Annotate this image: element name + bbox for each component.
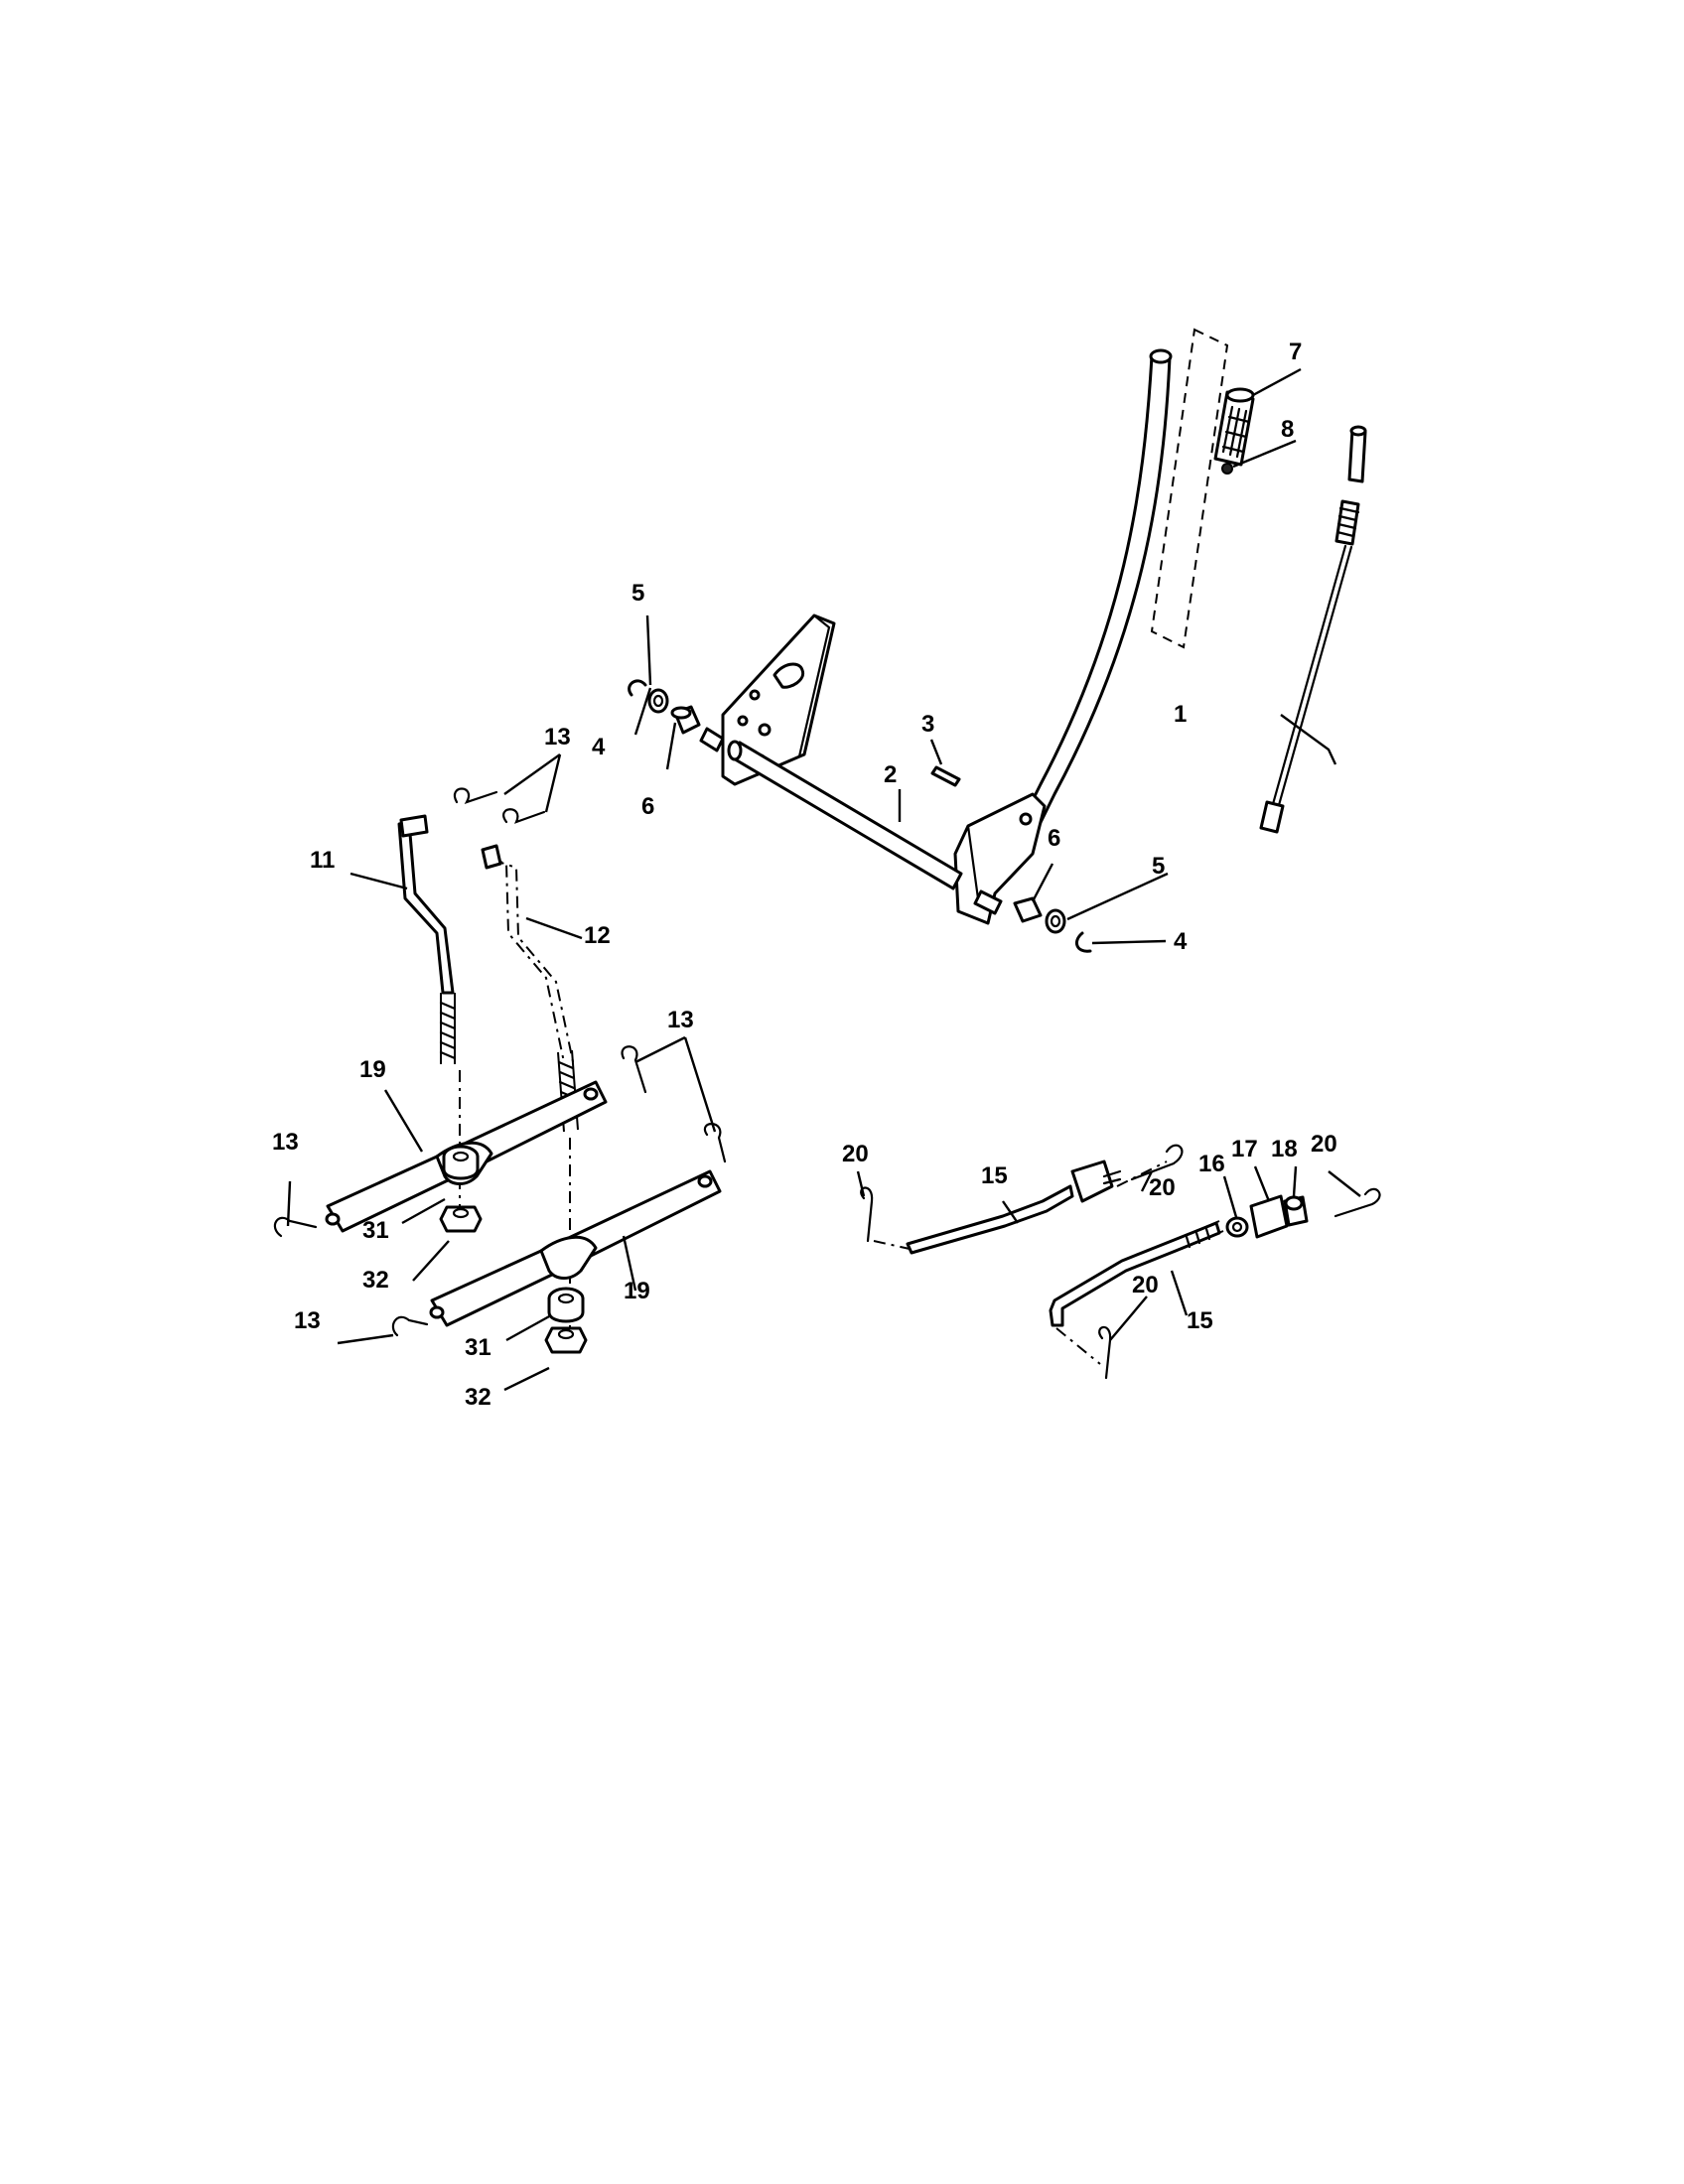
callout-19-upper: 19 xyxy=(359,1056,386,1083)
callout-13-mid: 13 xyxy=(667,1007,694,1033)
callout-11: 11 xyxy=(310,847,335,874)
lift-link-11 xyxy=(397,814,457,1064)
handle-grip xyxy=(1213,387,1255,475)
cross-shaft xyxy=(699,727,1003,915)
callout-15-upper: 15 xyxy=(981,1162,1008,1189)
callout-13-top: 13 xyxy=(544,724,571,751)
lift-arm-lower xyxy=(429,1169,722,1327)
callout-20-mid: 20 xyxy=(1149,1174,1176,1201)
callout-4-left: 4 xyxy=(592,734,606,760)
callout-20-left: 20 xyxy=(842,1141,869,1167)
callout-1: 1 xyxy=(1174,701,1187,728)
callout-15-lower: 15 xyxy=(1187,1307,1213,1334)
lift-link-12 xyxy=(481,844,579,1133)
drag-link-guide-1 xyxy=(873,1240,911,1250)
leader-lines xyxy=(286,367,1361,1392)
callout-18: 18 xyxy=(1271,1136,1298,1162)
callout-31-left: 31 xyxy=(362,1217,389,1244)
callout-3: 3 xyxy=(921,711,934,738)
right-shaft-hardware xyxy=(1013,896,1092,953)
callout-32-right: 32 xyxy=(465,1384,491,1411)
callout-16: 16 xyxy=(1198,1151,1225,1177)
callout-20-bottom: 20 xyxy=(1132,1272,1159,1298)
height-adjust-rod xyxy=(1259,425,1367,834)
washer-nut-left xyxy=(439,1145,483,1233)
lift-handle-assembly xyxy=(953,328,1229,925)
callout-19-lower: 19 xyxy=(624,1278,650,1304)
lift-handle-end xyxy=(1149,348,1173,364)
callout-6-left: 6 xyxy=(641,793,654,820)
callout-8: 8 xyxy=(1281,416,1294,443)
callout-12: 12 xyxy=(584,922,611,949)
mounting-plate xyxy=(721,614,836,786)
drag-link-guide-2 xyxy=(1055,1327,1101,1365)
callout-labels: 1 2 3 4 4 5 5 6 6 7 8 11 12 13 13 13 13 … xyxy=(272,339,1337,1411)
left-shaft-hardware xyxy=(628,679,701,735)
drag-link-guide-3 xyxy=(1116,1160,1168,1187)
bracket-hole xyxy=(1019,812,1033,826)
grip-phantom-outline xyxy=(1150,328,1229,649)
callout-5-left: 5 xyxy=(632,580,644,607)
lift-handle-rod xyxy=(1006,353,1172,861)
trunnion-block xyxy=(1225,1194,1309,1239)
callout-13-bottom: 13 xyxy=(294,1307,321,1334)
callout-6-right: 6 xyxy=(1048,825,1060,852)
spring-pin xyxy=(930,765,961,787)
hairpin-clips-13 xyxy=(273,787,727,1337)
callout-7: 7 xyxy=(1289,339,1302,365)
callout-32-left: 32 xyxy=(362,1267,389,1294)
grip-pin xyxy=(1221,463,1233,475)
drag-link-upper xyxy=(906,1160,1122,1255)
callout-20-right: 20 xyxy=(1311,1131,1337,1158)
callout-4-right: 4 xyxy=(1174,928,1188,955)
callout-31-right: 31 xyxy=(465,1334,491,1361)
callout-5-right: 5 xyxy=(1152,853,1165,880)
callout-13-left: 13 xyxy=(272,1129,299,1156)
callout-2: 2 xyxy=(884,761,897,788)
washer-nut-right xyxy=(544,1287,588,1354)
callout-17: 17 xyxy=(1231,1136,1258,1162)
drag-link-lower xyxy=(1049,1220,1224,1327)
